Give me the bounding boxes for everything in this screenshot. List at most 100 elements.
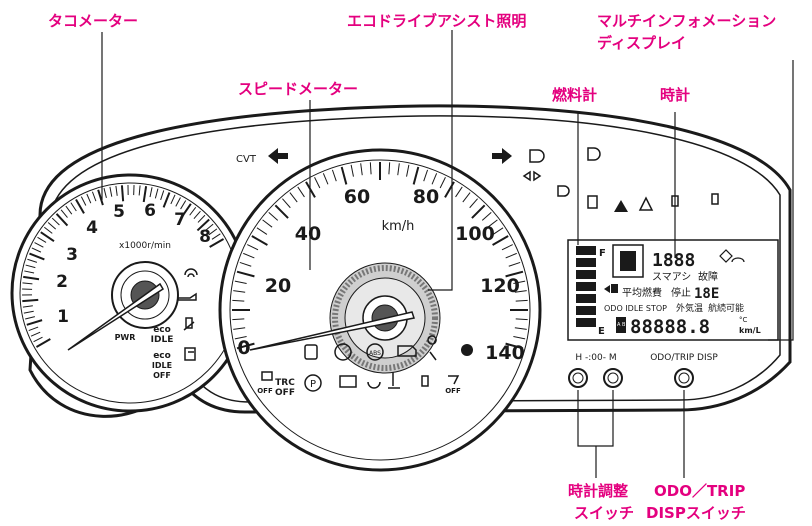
tachometer-tick-mark	[24, 270, 35, 274]
driver-off-icon	[711, 193, 719, 205]
tachometer-tick-mark	[55, 213, 69, 227]
speedometer-tick-mark	[289, 192, 298, 203]
clock-m-button[interactable]	[603, 368, 623, 388]
tachometer-tick-mark	[97, 189, 104, 206]
speedometer-tick-mark	[247, 244, 259, 251]
speedometer-tick-mark	[439, 177, 446, 189]
front-fog-icon	[587, 147, 601, 161]
speedometer-needle	[249, 311, 415, 351]
eco-idle-off-label: OFF	[153, 371, 171, 380]
lamp-icon	[421, 375, 429, 387]
speedometer-tick-mark	[492, 235, 509, 246]
tachometer-tick-mark	[86, 193, 92, 204]
speedometer-tick-mark	[514, 327, 527, 330]
door-open-icon	[184, 347, 196, 361]
speedometer-tick-mark	[268, 212, 279, 221]
speedometer-tick-mark	[314, 177, 321, 189]
speedometer-tick-mark	[505, 270, 524, 278]
immobilizer-icon	[184, 268, 198, 278]
tachometer-tick-mark	[160, 190, 165, 201]
slip-off-icon	[448, 375, 460, 385]
speedometer-tick-mark	[469, 198, 478, 209]
tachometer-tick-mark	[209, 238, 225, 248]
clock-h-button[interactable]	[568, 368, 588, 388]
tachometer-tick-mark	[189, 207, 197, 216]
slip-off-label: OFF	[445, 387, 461, 395]
speedometer-tick-label: 60	[344, 186, 370, 208]
speedometer-tick-mark	[412, 166, 420, 185]
km-l-label: km/L	[739, 326, 761, 335]
speedometer-tick-marks	[232, 162, 528, 350]
fuel-full-label: F	[599, 248, 606, 259]
warning-icons-speed: ABS P	[261, 335, 460, 392]
fuel-gauge-bar	[576, 306, 596, 315]
clock-digits: 1888	[652, 250, 695, 271]
tachometer-tick-mark	[154, 188, 159, 199]
tachometer-tick-mark	[28, 326, 39, 332]
clock-callout: 時計	[660, 86, 691, 104]
power-steering-icon	[367, 381, 381, 389]
speedometer-tick-mark	[233, 290, 246, 293]
speedometer-tick-label: 0	[237, 337, 250, 359]
speedometer-tick-mark	[508, 261, 521, 267]
speedometer-tick-mark	[236, 342, 255, 350]
tachometer-tick-mark	[208, 228, 218, 236]
speedometer-tick-mark	[350, 164, 354, 177]
engine-check-icon	[397, 345, 417, 357]
speedometer-tick-mark	[340, 166, 348, 185]
speedometer-tick-mark	[234, 280, 247, 284]
left-turn-arrow-icon	[268, 148, 288, 164]
mid-callout-line2: ディスプレイ	[597, 34, 686, 52]
fuel-gauge-callout: 燃料計	[552, 86, 598, 104]
speedometer-tick-mark	[360, 163, 363, 176]
speedometer-tick-mark	[243, 252, 255, 259]
tachometer-tick-mark	[60, 209, 68, 218]
odo-switch-callout-line1: ODO／TRIP	[654, 482, 746, 500]
fuel-gauge-bar	[576, 282, 596, 291]
eco-idle-label: IDLE	[151, 335, 174, 345]
tachometer-tick-mark	[180, 200, 187, 210]
tachometer-tick-mark	[25, 316, 36, 320]
fuel-pump-icon	[587, 195, 598, 209]
speedometer-tick-mark	[501, 244, 513, 251]
tachometer-tick-mark	[175, 197, 181, 207]
fuel-empty-label: E	[598, 326, 605, 337]
tachometer-unit: x1000r/min	[119, 241, 171, 251]
tachometer-tick-mark	[23, 310, 34, 314]
mid-callout-line1: マルチインフォメーション	[597, 12, 777, 30]
tachometer-tick-mark	[162, 192, 171, 208]
abs-warning-icon	[366, 343, 384, 361]
speedometer-tick-mark	[515, 299, 528, 302]
tachometer-tick-mark	[22, 282, 33, 285]
speedometer-tick-label: 40	[295, 223, 321, 245]
wheel-icon	[638, 196, 654, 211]
avg-fuel-label: 平均燃費	[622, 286, 662, 299]
tachometer-tick-mark	[29, 252, 45, 261]
speedometer-tick-mark	[331, 169, 337, 182]
speedometer-tick-mark	[251, 235, 268, 246]
speedometer-tick-label: 100	[455, 223, 495, 245]
speedometer: 0 20 40 60 80 100 120 140 km/h ABS P	[218, 148, 542, 472]
speedometer-tick-mark	[256, 227, 268, 235]
speedometer-tick-mark	[481, 212, 492, 221]
trc-off-label: OFF	[275, 388, 295, 398]
tachometer-tick-mark	[109, 186, 113, 197]
clock-switch-callout-line2: スイッチ	[574, 504, 635, 522]
fuel-gauge-bars	[576, 246, 596, 327]
odo-trip-button[interactable]	[674, 368, 694, 388]
speedometer-tick-mark	[274, 204, 289, 219]
warning-icons-tach	[177, 268, 198, 361]
speedometer-tick-mark	[282, 198, 291, 209]
slip-off-label: OFF	[257, 387, 273, 395]
tachometer-tick-mark	[149, 187, 153, 198]
tachometer-tick-mark	[40, 231, 55, 243]
fuel-gauge-bar	[576, 318, 596, 327]
tachometer-tick-mark	[23, 275, 40, 281]
tachometer-tick-label: 5	[113, 202, 125, 222]
pwr-label: PWR	[115, 333, 136, 342]
seatbelt-icon	[183, 317, 195, 331]
tachometer-tick-mark	[205, 223, 214, 231]
tachometer-tick-mark	[211, 233, 221, 240]
speedometer-tick-mark	[369, 162, 372, 175]
